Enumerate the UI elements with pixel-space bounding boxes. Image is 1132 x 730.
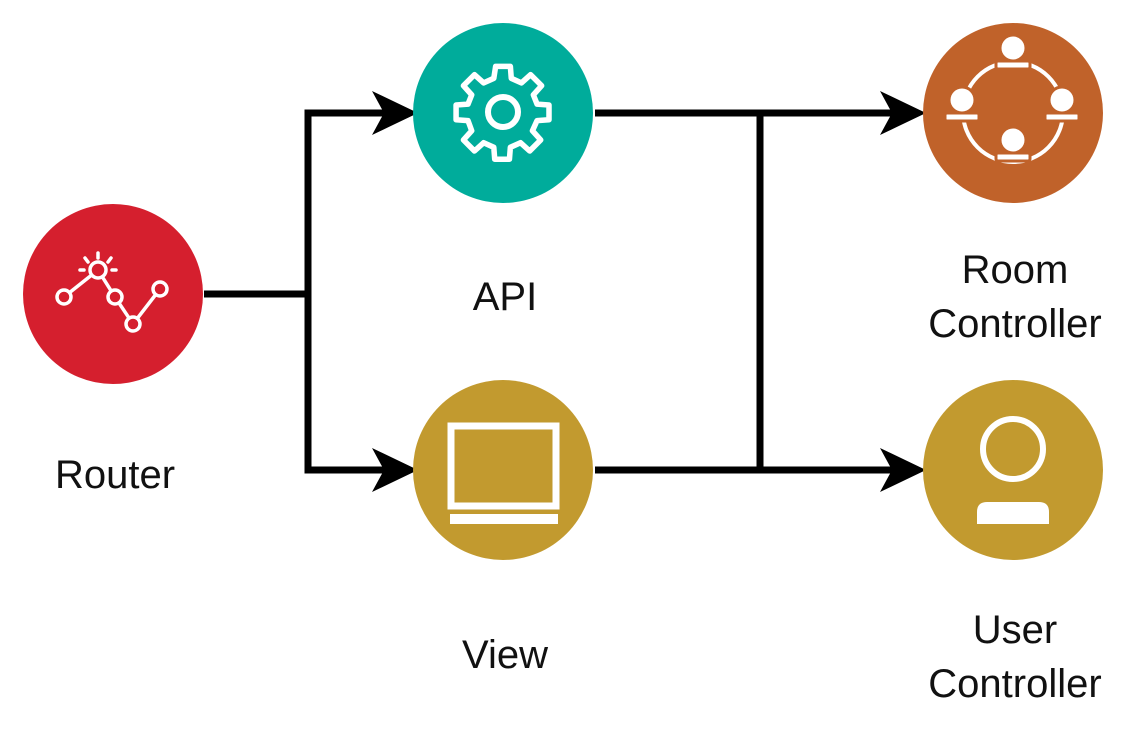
- view-label: View: [462, 633, 548, 677]
- group-network-icon: [943, 33, 1081, 164]
- arrowhead-api: [372, 91, 418, 135]
- arrowhead-room: [880, 91, 926, 135]
- connectors: [204, 109, 895, 474]
- trend-line-icon: [55, 251, 169, 333]
- edge-router-to-view: [304, 294, 385, 474]
- user-controller-label: User Controller: [900, 603, 1130, 711]
- room-controller-node[interactable]: [923, 23, 1103, 203]
- room-controller-label: Room Controller: [900, 243, 1130, 351]
- view-node[interactable]: [413, 380, 593, 560]
- room-controller-label-line2: Controller: [928, 302, 1102, 346]
- api-circle: [413, 23, 593, 203]
- api-node[interactable]: [413, 23, 593, 203]
- arrowheads: [372, 91, 926, 492]
- user-controller-label-line2: Controller: [928, 662, 1102, 706]
- api-label: API: [472, 275, 538, 319]
- user-icon: [977, 416, 1049, 524]
- room-controller-circle: [923, 23, 1103, 203]
- room-controller-label-line1: Room: [961, 248, 1069, 292]
- user-controller-node[interactable]: [923, 380, 1103, 560]
- gear-icon: [453, 63, 552, 163]
- user-controller-circle: [923, 380, 1103, 560]
- arrowhead-user: [880, 448, 926, 492]
- user-controller-label-line1: User: [972, 608, 1058, 652]
- arrowhead-view: [372, 448, 418, 492]
- view-circle: [413, 380, 593, 560]
- monitor-icon: [447, 422, 560, 524]
- router-node[interactable]: [23, 204, 203, 384]
- router-label: Router: [54, 453, 176, 497]
- edge-router-to-api: [304, 109, 385, 294]
